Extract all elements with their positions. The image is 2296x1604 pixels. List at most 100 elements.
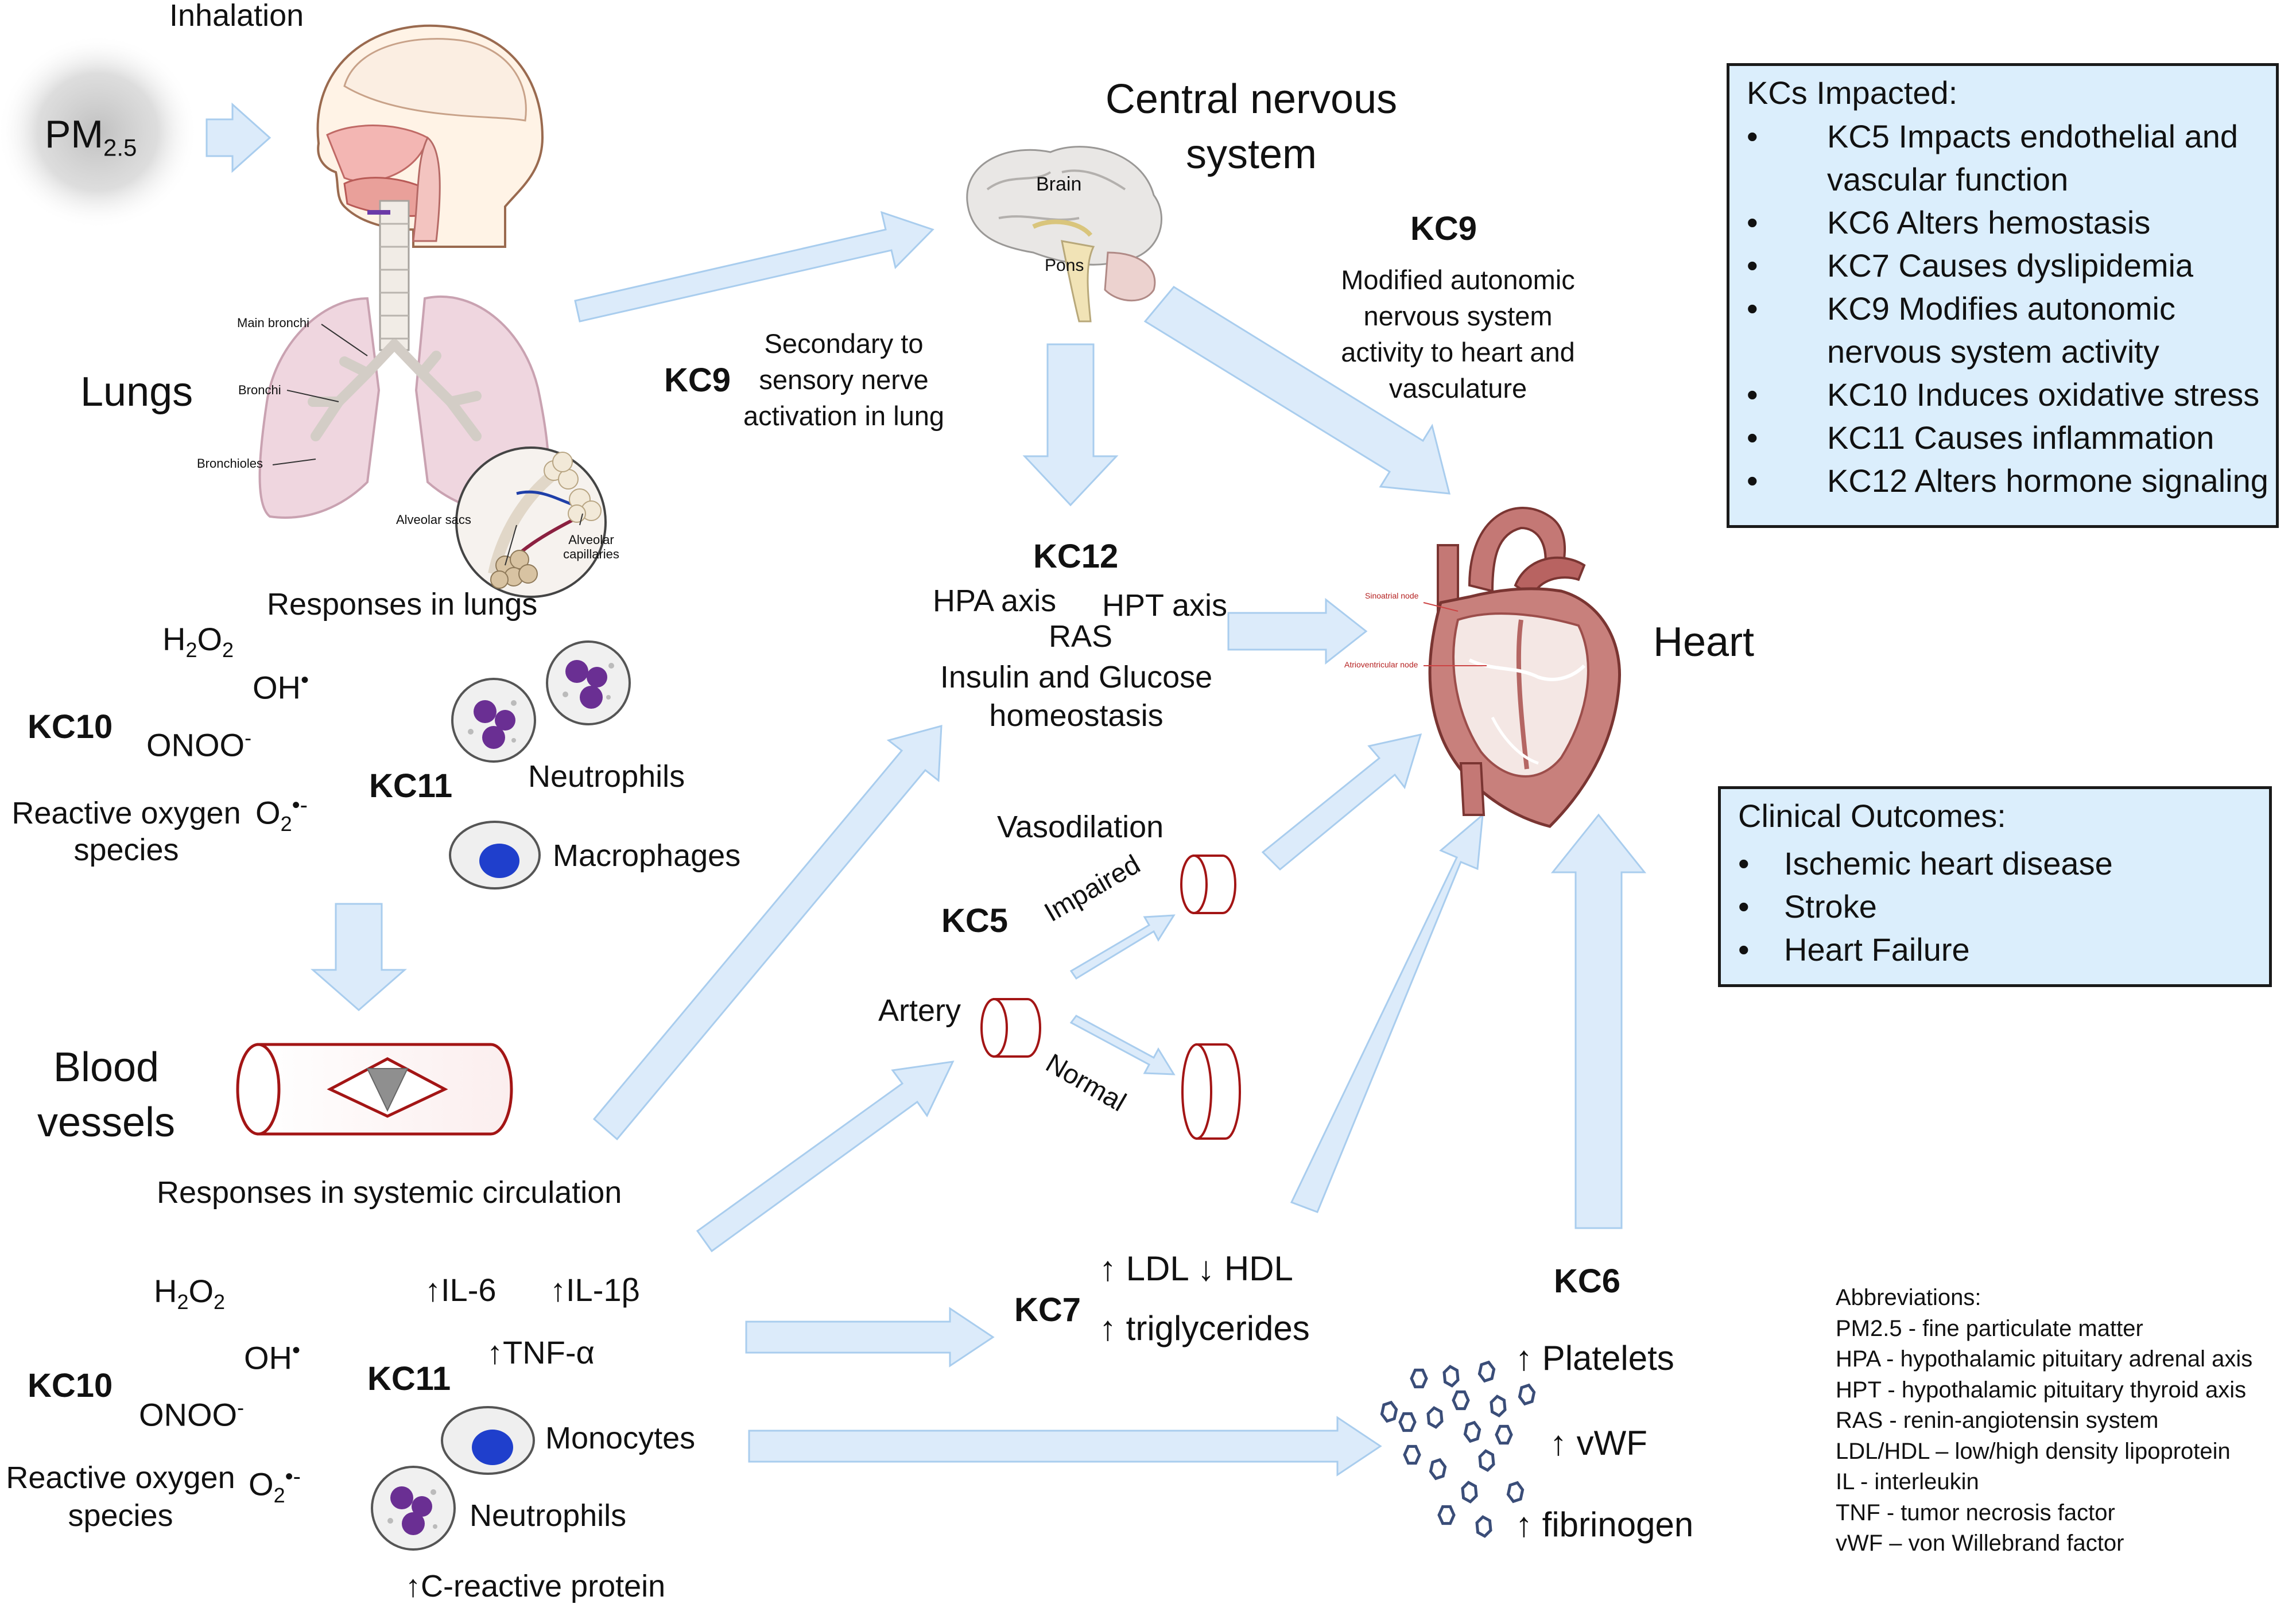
artery-normal xyxy=(1181,1043,1241,1140)
arrow-lung-to-vessel xyxy=(311,903,407,1011)
platelet xyxy=(1490,1395,1507,1417)
arrow-vessel-to-kc7 xyxy=(745,1307,995,1368)
lung-neutrophil-1 xyxy=(546,640,631,725)
arrow-cns-to-kc12 xyxy=(1022,343,1119,507)
kc7-label: KC7 xyxy=(1014,1291,1081,1329)
platelet xyxy=(1410,1368,1428,1389)
sys-ros-oh: OH• xyxy=(244,1338,301,1376)
arrow-lung-to-cns xyxy=(574,211,934,323)
kc12-label: KC12 xyxy=(1033,538,1119,575)
cerebellum xyxy=(1104,251,1156,302)
kc-item: KC10 Induces oxidative stress xyxy=(1747,373,2268,416)
abbrev-item: RAS - renin-angiotensin system xyxy=(1836,1408,2159,1433)
platelet xyxy=(1403,1444,1421,1465)
lung-ros-oh: OH• xyxy=(253,667,309,706)
kc12-ras: RAS xyxy=(1049,619,1113,654)
clinical-outcomes-box: Clinical Outcomes: Ischemic heart diseas… xyxy=(1718,786,2272,987)
platelet xyxy=(1478,1449,1495,1472)
lung-ros-onoo: ONOO- xyxy=(146,726,252,763)
kc9-heart-label: KC9 xyxy=(1410,210,1477,247)
platelet xyxy=(1398,1412,1417,1432)
sys-kc10-label: KC10 xyxy=(28,1367,113,1404)
arrow-kc6-to-heart xyxy=(1550,813,1647,1229)
artery-base xyxy=(980,998,1041,1058)
abbrev-item: HPA - hypothalamic pituitary adrenal axi… xyxy=(1836,1346,2253,1372)
lung-responses-title: Responses in lungs xyxy=(267,587,538,622)
lung-neutrophil-2 xyxy=(451,678,536,763)
arrow-kc7-to-heart xyxy=(1290,813,1484,1213)
pm25-subscript: 2.5 xyxy=(103,134,137,161)
abbrev-item: PM2.5 - fine particulate matter xyxy=(1836,1315,2143,1341)
pm25-label: PM2.5 xyxy=(45,112,137,162)
lung-macrophage xyxy=(449,821,541,890)
pm-cloud xyxy=(0,34,198,230)
kc5-label: KC5 xyxy=(941,902,1009,939)
arrow-cns-to-heart xyxy=(1143,286,1450,495)
kc6-vwf: ↑ vWF xyxy=(1550,1424,1647,1462)
anatomy-alveolar-capillaries: Alveolar capillaries xyxy=(563,533,619,562)
bronchioles-pointer xyxy=(272,459,316,465)
platelet xyxy=(1506,1481,1525,1504)
kc7-ldl-hdl: ↑ LDL ↓ HDL xyxy=(1099,1249,1293,1288)
crp-label: ↑C-reactive protein xyxy=(405,1569,666,1603)
sys-kc11-label: KC11 xyxy=(367,1360,451,1397)
anatomy-main-bronchi: Main bronchi xyxy=(237,316,309,330)
abbrev-item: HPT - hypothalamic pituitary thyroid axi… xyxy=(1836,1377,2247,1403)
inferior-vena-cava xyxy=(1459,762,1486,816)
cns-title: Central nervous system xyxy=(1105,76,1398,177)
kc-item: KC12 Alters hormone signaling xyxy=(1747,459,2268,502)
arrow-kc12-to-heart xyxy=(1227,597,1368,665)
arrow-kc5-to-heart xyxy=(1261,733,1422,871)
kc-item: KC11 Causes inflammation xyxy=(1747,416,2268,459)
pons-label: Pons xyxy=(1045,256,1084,275)
abbrev-item: vWF – von Willebrand factor xyxy=(1836,1531,2124,1556)
kc12-insulin: Insulin and Glucose homeostasis xyxy=(940,660,1213,733)
kc-item-continued: nervous system activity xyxy=(1827,333,2159,370)
lung-ros-label: Reactive oxygen species xyxy=(11,796,241,867)
trachea xyxy=(379,200,410,351)
kc12-hpt: HPT axis xyxy=(1102,588,1228,623)
sys-ros-h2o2: H2O2 xyxy=(154,1273,226,1314)
kcs-impacted-title: KCs Impacted: xyxy=(1747,75,1958,111)
respiratory-illustration xyxy=(258,24,607,598)
brain-stem xyxy=(1061,240,1095,323)
arrow-inhalation xyxy=(205,102,272,173)
kc-item: KC6 Alters hemostasis xyxy=(1747,201,2268,244)
bronchi-pointer xyxy=(286,390,339,402)
kcs-impacted-box: KCs Impacted: KC5 Impacts endothelial an… xyxy=(1727,63,2279,528)
arrow-impaired xyxy=(1069,914,1176,980)
kc6-fibrinogen: ↑ fibrinogen xyxy=(1515,1505,1694,1544)
blood-vessels-title: Blood vessels xyxy=(37,1044,176,1145)
kc-item: KC9 Modifies autonomic xyxy=(1747,287,2268,330)
kc-item: KC5 Impacts endothelial and xyxy=(1747,115,2268,158)
sys-ros-label: Reactive oxygen species xyxy=(6,1461,235,1533)
cytokine-tnfa: ↑TNF-α xyxy=(487,1334,595,1370)
heart-title: Heart xyxy=(1653,619,1755,665)
sinoatrial-node-label: Sinoatrial node xyxy=(1365,591,1419,600)
platelet xyxy=(1518,1383,1536,1406)
arrow-vessel-to-artery xyxy=(696,1061,955,1253)
artery-impaired xyxy=(1180,855,1236,914)
abbrev-item: TNF - tumor necrosis factor xyxy=(1836,1500,2115,1525)
brain-illustration xyxy=(966,146,1162,323)
bronchial-tree xyxy=(308,339,482,441)
kc7-triglycerides: ↑ triglycerides xyxy=(1099,1309,1310,1347)
platelet xyxy=(1380,1400,1398,1423)
clinical-outcomes-list: Ischemic heart disease Stroke Heart Fail… xyxy=(1738,842,2113,971)
platelet-cluster xyxy=(1380,1360,1536,1538)
inhalation-label: Inhalation xyxy=(169,0,304,33)
heart-illustration xyxy=(1423,507,1621,828)
pm25-base: PM xyxy=(45,112,103,156)
kc-item: KC7 Causes dyslipidemia xyxy=(1747,244,2268,287)
platelet xyxy=(1426,1406,1444,1429)
lungs-title: Lungs xyxy=(80,369,193,415)
kc12-hpa: HPA axis xyxy=(933,584,1057,618)
abbrev-item: LDL/HDL – low/high density lipoprotein xyxy=(1836,1438,2231,1464)
monocytes-label: Monocytes xyxy=(545,1421,696,1455)
throat xyxy=(412,136,441,242)
left-lung xyxy=(258,297,381,519)
platelet xyxy=(1452,1390,1470,1411)
brain-silhouette xyxy=(343,38,527,122)
outcome-item: Stroke xyxy=(1738,885,2113,928)
kc9-lung-label: KC9 xyxy=(664,362,731,399)
